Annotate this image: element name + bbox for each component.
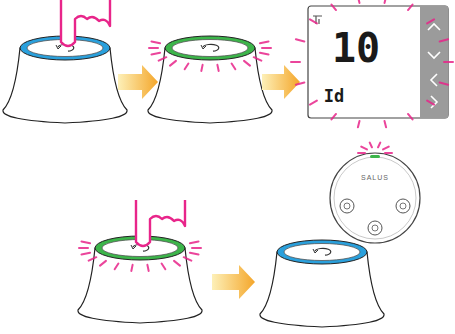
controller-button — [340, 199, 354, 213]
gateway-dome — [3, 36, 127, 123]
glow-ray — [115, 263, 119, 269]
glow-ray — [296, 39, 304, 41]
step-arrow — [262, 65, 300, 99]
dome-top — [284, 244, 360, 261]
glow-ray — [81, 253, 90, 255]
status-led — [370, 155, 380, 158]
thermostat-body — [308, 6, 448, 118]
glow-ray — [254, 57, 262, 60]
glow-ray — [232, 63, 236, 69]
pressing-hand — [136, 200, 185, 246]
glow-ray — [201, 65, 202, 71]
step-arrow — [118, 65, 158, 99]
dome-ring — [277, 240, 367, 264]
glow-ray — [408, 5, 413, 10]
gateway-dome — [78, 236, 202, 323]
gateway-dome — [148, 36, 272, 123]
thermostat-chevron — [428, 52, 440, 58]
controller-button-icon — [344, 203, 350, 209]
glow-ray — [79, 247, 88, 249]
glow-ray — [440, 83, 448, 85]
controller-inner — [334, 157, 416, 239]
glow-ray — [260, 41, 269, 43]
glow-ray — [332, 5, 337, 10]
dome-ring — [165, 36, 255, 60]
glow-ray — [100, 261, 106, 266]
glow-ray — [262, 47, 271, 49]
glow-ray — [358, 0, 360, 3]
glow-ray — [378, 143, 380, 148]
glow-ray — [184, 257, 192, 260]
display-digits: 10 — [332, 28, 380, 68]
glow-rays — [291, 0, 453, 127]
glow-ray — [244, 61, 250, 66]
pressing-hand — [61, 0, 110, 46]
refresh-icon-head — [201, 45, 206, 49]
glow-ray — [385, 0, 387, 3]
glow-rays — [358, 143, 392, 153]
glow-ray — [440, 39, 448, 41]
glow-ray — [370, 143, 372, 148]
refresh-icon-head — [313, 249, 318, 253]
glow-ray — [427, 19, 434, 23]
controller-button-icon — [400, 203, 406, 209]
glow-ray — [131, 265, 132, 271]
glow-ray — [358, 121, 360, 127]
glow-ray — [296, 83, 304, 85]
glow-ray — [361, 147, 367, 150]
glow-ray — [385, 152, 392, 154]
glow-ray — [159, 57, 167, 60]
glow-ray — [162, 263, 166, 269]
glow-ray — [170, 61, 176, 66]
glow-ray — [192, 247, 201, 249]
glow-ray — [310, 19, 317, 23]
glow-ray — [427, 101, 434, 105]
glow-ray — [291, 61, 300, 63]
brand-logo: SALUS — [361, 174, 389, 181]
glow-ray — [174, 261, 180, 266]
thermostat-chevron — [431, 96, 437, 108]
glow-rays — [149, 41, 271, 71]
refresh-icon — [315, 248, 331, 255]
glow-ray — [190, 241, 199, 243]
controller-button-icon — [372, 225, 378, 231]
glow-ray — [310, 101, 317, 105]
round-controller — [330, 153, 420, 243]
glow-ray — [217, 65, 218, 71]
step-arrow — [212, 265, 255, 299]
refresh-icon-head — [131, 245, 136, 249]
glow-ray — [444, 61, 453, 63]
thermostat-chevron — [428, 24, 440, 30]
glow-ray — [260, 53, 269, 55]
display-id: Id — [324, 88, 344, 105]
glow-ray — [408, 114, 413, 119]
controller-button — [368, 221, 382, 235]
dome-top — [172, 40, 248, 57]
glow-ray — [151, 53, 160, 55]
glow-ray — [149, 47, 158, 49]
controller-body — [330, 153, 420, 243]
gateway-dome — [260, 240, 384, 327]
glow-ray — [151, 41, 160, 43]
glow-ray — [385, 121, 387, 127]
glow-ray — [358, 152, 365, 154]
glow-ray — [190, 253, 199, 255]
glow-ray — [383, 147, 389, 150]
thermostat-chevron — [431, 74, 437, 86]
glow-ray — [147, 265, 148, 271]
glow-ray — [185, 63, 189, 69]
refresh-icon — [203, 44, 219, 51]
controller-button — [396, 199, 410, 213]
glow-ray — [332, 114, 337, 119]
glow-ray — [81, 241, 90, 243]
thermostat — [308, 6, 448, 118]
refresh-icon-head — [56, 45, 61, 49]
glow-ray — [89, 257, 97, 260]
